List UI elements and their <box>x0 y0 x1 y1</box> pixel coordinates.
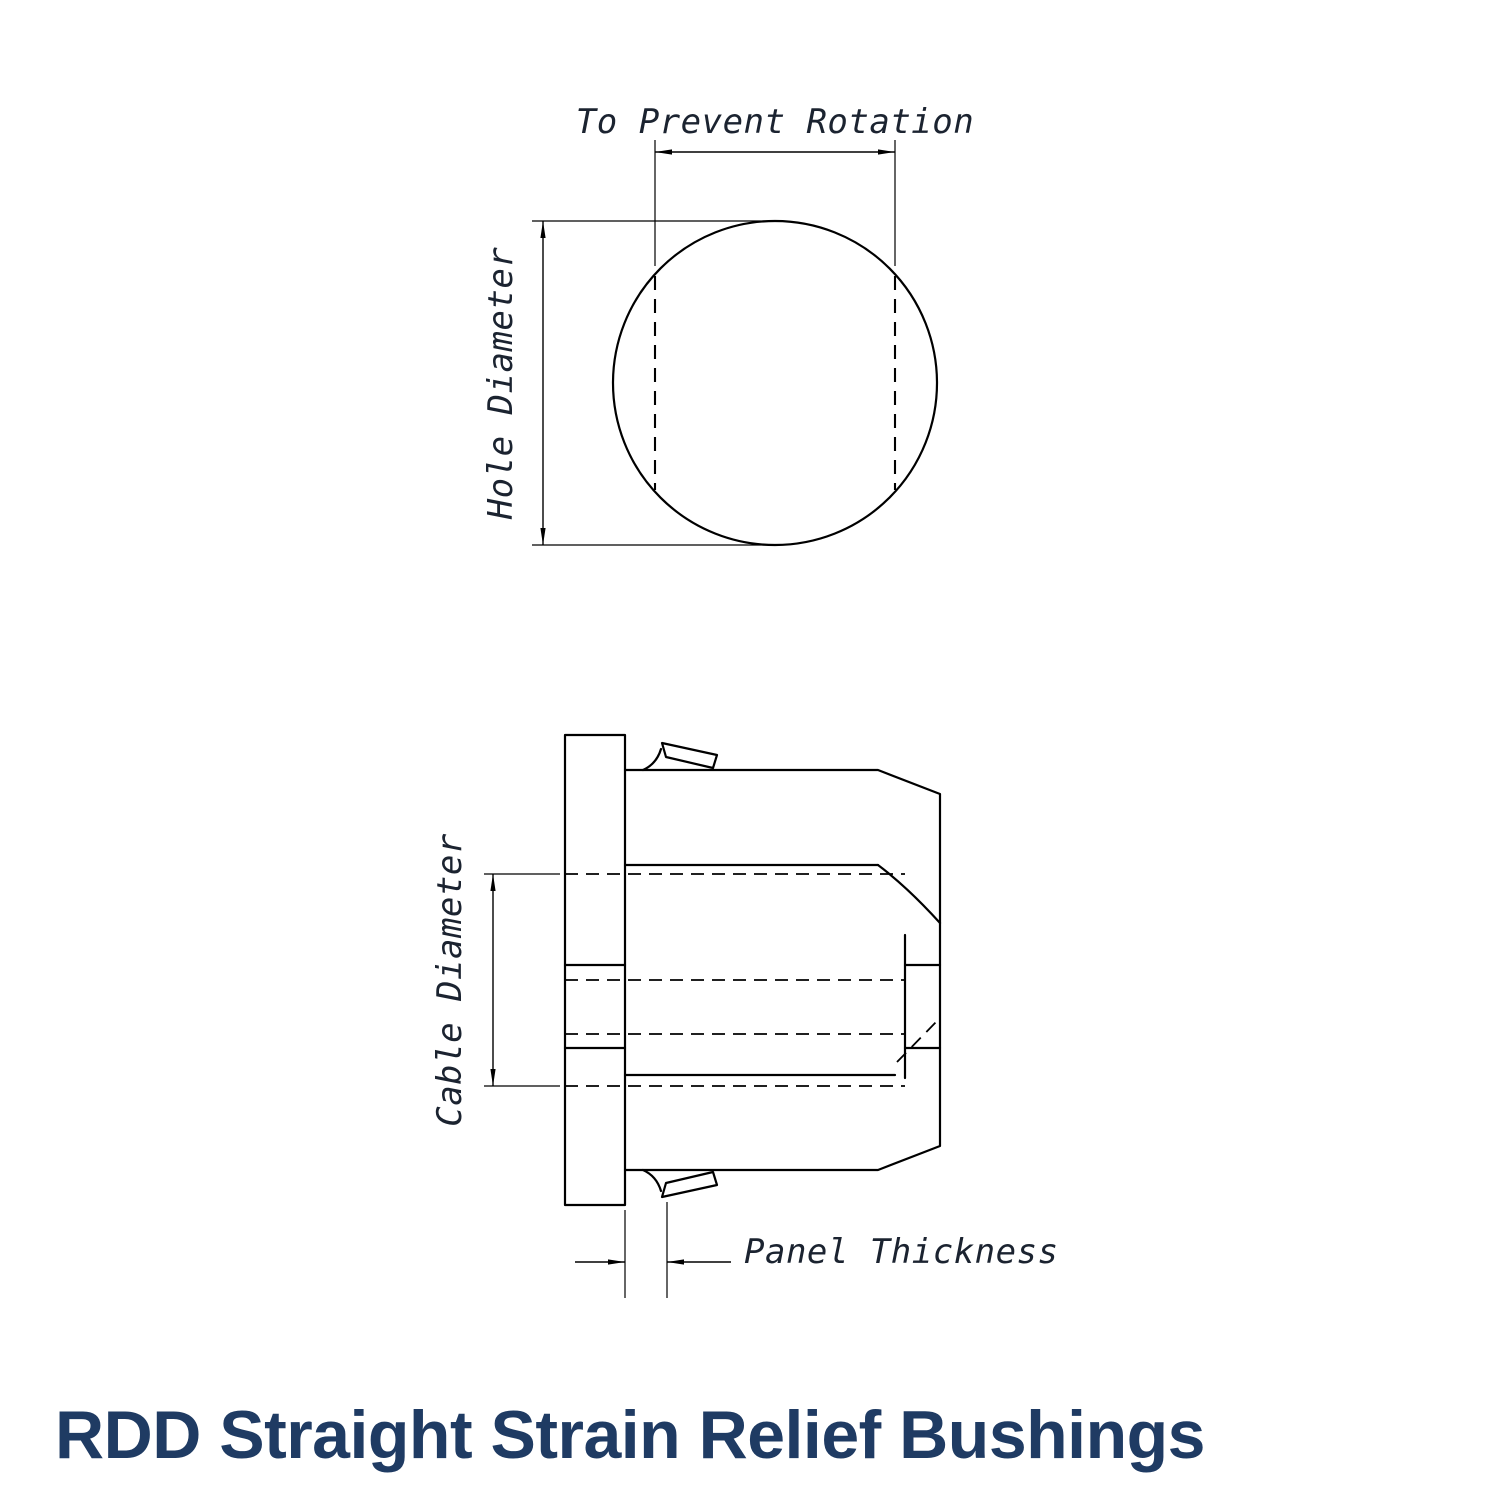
inner-taper-top <box>876 863 942 925</box>
bottom-latch <box>641 1168 719 1199</box>
panel-thickness-dimension: Panel Thickness <box>575 1202 1059 1298</box>
page-title: RDD Straight Strain Relief Bushings <box>55 1397 1205 1473</box>
rotation-label: To Prevent Rotation <box>576 102 974 142</box>
latch-root <box>641 1168 663 1193</box>
body-outline <box>623 768 942 1172</box>
panel-thickness-label: Panel Thickness <box>744 1232 1059 1272</box>
flange-outline <box>563 733 627 1207</box>
latch-barb <box>660 741 719 770</box>
cable-diameter-label: Cable Diameter <box>430 833 470 1127</box>
side-view: Cable Diameter Panel Thickness <box>430 733 1059 1298</box>
cable-diameter-dimension: Cable Diameter <box>430 833 560 1127</box>
taper-hidden-line <box>896 1019 939 1063</box>
rotation-dimension: To Prevent Rotation <box>576 102 974 266</box>
latch-barb <box>660 1170 719 1199</box>
top-latch <box>641 741 719 772</box>
top-view: To Prevent Rotation Hole Diameter <box>481 102 974 547</box>
latch-root <box>641 747 663 772</box>
bushing-face-circle <box>611 219 939 547</box>
hole-diameter-label: Hole Diameter <box>481 247 521 521</box>
hole-diameter-dimension: Hole Diameter <box>481 220 768 546</box>
